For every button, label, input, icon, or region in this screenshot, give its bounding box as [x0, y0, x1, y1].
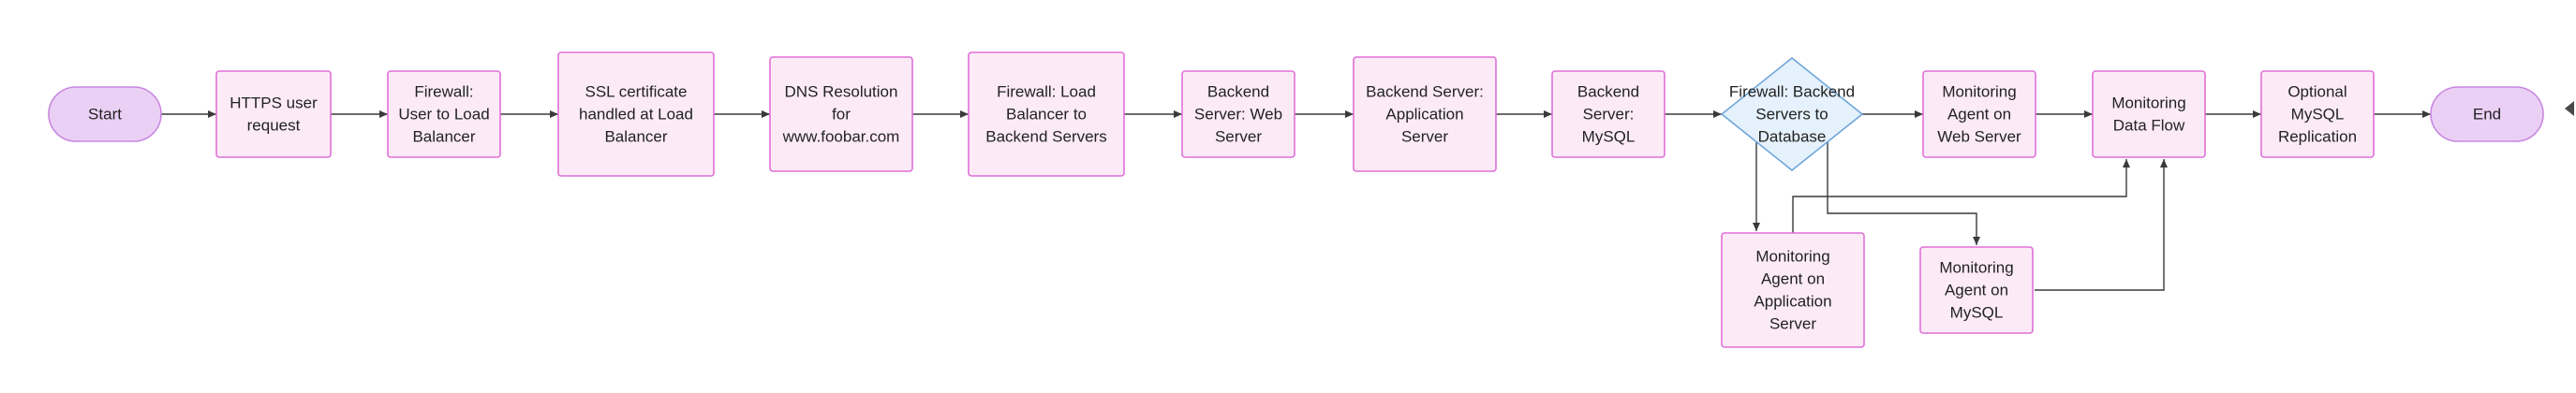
- node-repl-label-line: MySQL: [2291, 106, 2345, 124]
- edges-layer: [161, 110, 2431, 291]
- node-dns-label-line: for: [832, 106, 851, 124]
- node-https-label-line: request: [247, 117, 301, 135]
- node-mysql-shape: [1551, 70, 1666, 158]
- node-web-shape: [1181, 70, 1295, 158]
- node-ssl-shape: [557, 51, 715, 177]
- node-monmysql-shape: [1919, 246, 2034, 334]
- node-app-label-line: Server: [1401, 128, 1448, 146]
- edge-monmysql-to-monflow: [2035, 159, 2168, 291]
- node-ssl-label-line: Balancer: [604, 128, 667, 146]
- node-fw3-label-line: Firewall: Backend: [1729, 83, 1855, 101]
- node-fw1-label-line: User to Load: [398, 106, 489, 124]
- node-https-shape: [215, 70, 332, 158]
- node-monapp-shape: [1721, 232, 1865, 348]
- node-mysql-label-line: Backend: [1577, 83, 1639, 101]
- node-web-label-line: Server: [1215, 128, 1262, 146]
- node-monapp-label-line: Application: [1754, 293, 1831, 311]
- nodes-layer: Start HTTPS user request Firewall: User to L…: [48, 51, 2544, 348]
- node-mysql-label-line: Server:: [1583, 106, 1635, 124]
- node-monapp-label-line: Monitoring: [1755, 248, 1829, 266]
- node-start-shape: [48, 86, 162, 142]
- node-monweb-label-line: Web Server: [1937, 128, 2021, 146]
- collapse-arrow-icon[interactable]: [2565, 101, 2574, 116]
- node-fw3-label-line: Servers to: [1755, 106, 1828, 124]
- node-fw1-shape: [387, 70, 501, 158]
- node-repl-shape: [2260, 70, 2375, 158]
- node-fw3-label-line: Database: [1758, 128, 1827, 146]
- node-dns[interactable]: DNS Resolution for www.foobar.com: [769, 56, 913, 172]
- node-monapp-label-line: Agent on: [1761, 270, 1825, 288]
- node-fw2-shape: [968, 51, 1125, 177]
- edge-fw3-to-monmysql: [1827, 142, 1980, 245]
- edge-monapp-to-monflow: [1792, 159, 2130, 233]
- node-monflow-label-line: Monitoring: [2111, 95, 2185, 112]
- node-monweb-shape: [1922, 70, 2036, 158]
- node-ssl-label-line: SSL certificate: [585, 83, 688, 101]
- node-web-label-line: Backend: [1207, 83, 1269, 101]
- node-monweb-label-line: Agent on: [1947, 106, 2011, 124]
- node-dns-label-line: www.foobar.com: [782, 128, 900, 146]
- node-monapp-label-line: Server: [1769, 315, 1816, 333]
- node-dns-shape: [769, 56, 913, 172]
- node-fw1-label-line: Firewall:: [414, 83, 473, 101]
- node-start[interactable]: Start: [48, 86, 162, 142]
- node-app-shape: [1353, 56, 1497, 172]
- node-monmysql-label-line: MySQL: [1950, 304, 2004, 322]
- node-fw1-label-line: Balancer: [412, 128, 475, 146]
- node-monmysql-label-line: Monitoring: [1939, 259, 2013, 277]
- node-fw2-label-line: Balancer to: [1006, 106, 1087, 124]
- node-fw2-label-line: Firewall: Load: [997, 83, 1096, 101]
- node-repl-label-line: Replication: [2278, 128, 2357, 146]
- node-monflow-shape: [2092, 70, 2206, 158]
- node-https-label-line: HTTPS user: [229, 95, 318, 112]
- node-monweb-label-line: Monitoring: [1942, 83, 2016, 101]
- node-repl-label-line: Optional: [2287, 83, 2347, 101]
- node-app-label-line: Application: [1385, 106, 1463, 124]
- node-monflow-label-line: Data Flow: [2113, 117, 2185, 135]
- node-web-label-line: Server: Web: [1194, 106, 1282, 124]
- node-start-label-line: Start: [88, 106, 122, 124]
- node-fw3-shape: [1721, 57, 1863, 171]
- node-end[interactable]: End: [2430, 86, 2544, 142]
- node-ssl-label-line: handled at Load: [579, 106, 693, 124]
- node-monmysql-label-line: Agent on: [1945, 282, 2008, 299]
- node-app-label-line: Backend Server:: [1366, 83, 1484, 101]
- node-fw2-label-line: Backend Servers: [985, 128, 1106, 146]
- node-dns-label-line: DNS Resolution: [785, 83, 898, 101]
- node-mysql-label-line: MySQL: [1582, 128, 1636, 146]
- node-end-label-line: End: [2473, 106, 2501, 124]
- node-https[interactable]: HTTPS user request: [215, 70, 332, 158]
- node-end-shape: [2430, 86, 2544, 142]
